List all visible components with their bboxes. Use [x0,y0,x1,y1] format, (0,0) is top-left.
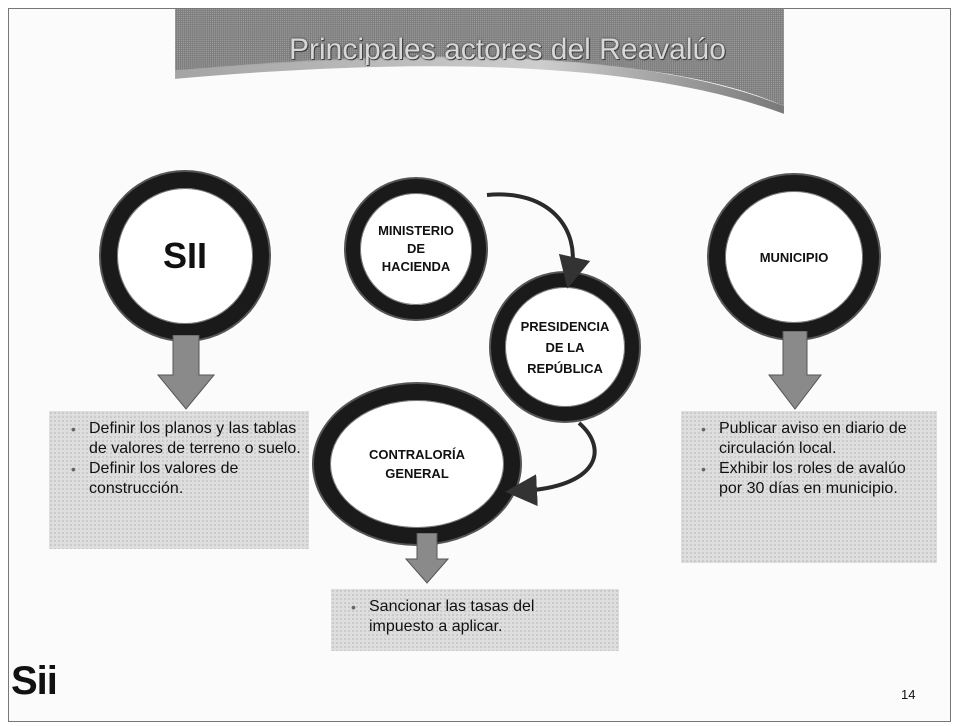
sii-note-item: Definir los planos y las tablas de valor… [61,419,301,459]
sii-note-list: Definir los planos y las tablas de valor… [61,419,301,499]
connector-presidencia-contraloria [505,421,597,507]
contraloria-down-arrow-icon [405,533,449,584]
sii-note-box: Definir los planos y las tablas de valor… [49,411,309,549]
sii-circle: SII [101,172,269,340]
contraloria-circle: CONTRALORÍA GENERAL [314,384,520,544]
page-number: 14 [901,687,916,702]
ministerio-label-line1: MINISTERIO [378,223,454,238]
ministerio-label-line3: HACIENDA [381,259,451,274]
presidencia-circle: PRESIDENCIA DE LA REPÚBLICA [491,273,639,421]
municipio-note-item: Publicar aviso en diario de circulación … [691,419,923,459]
connector-ministerio-presidencia [486,192,591,289]
municipio-note-item: Exhibir los roles de avalúo por 30 días … [691,459,923,499]
ministerio-circle: MINISTERIO DE HACIENDA [346,179,486,319]
contraloria-label-line1: CONTRALORÍA [368,447,466,462]
contraloria-label-line2: GENERAL [385,466,449,481]
municipio-down-arrow-icon [767,331,823,410]
presidencia-label-line3: REPÚBLICA [527,360,603,376]
municipio-note-box: Publicar aviso en diario de circulación … [681,411,937,563]
municipio-circle: MUNICIPIO [709,175,879,339]
sii-down-arrow-icon [156,335,216,410]
title-banner [175,9,784,114]
sii-logo: Sii [11,659,58,703]
slide-title: Principales actores del Reavalúo [289,33,726,66]
contraloria-note-item: Sancionar las tasas del impuesto a aplic… [341,597,611,637]
sii-label: SII [162,235,207,276]
presidencia-label-line1: PRESIDENCIA [520,318,610,334]
slide: Principales actores del Reavalúo SII MIN… [8,8,951,722]
municipio-label: MUNICIPIO [759,249,829,265]
municipio-note-list: Publicar aviso en diario de circulación … [691,419,923,499]
presidencia-label-line2: DE LA [545,339,585,355]
contraloria-note-list: Sancionar las tasas del impuesto a aplic… [341,597,611,637]
contraloria-note-box: Sancionar las tasas del impuesto a aplic… [331,589,619,651]
ministerio-label-line2: DE [406,241,426,256]
sii-note-item: Definir los valores de construcción. [61,459,301,499]
